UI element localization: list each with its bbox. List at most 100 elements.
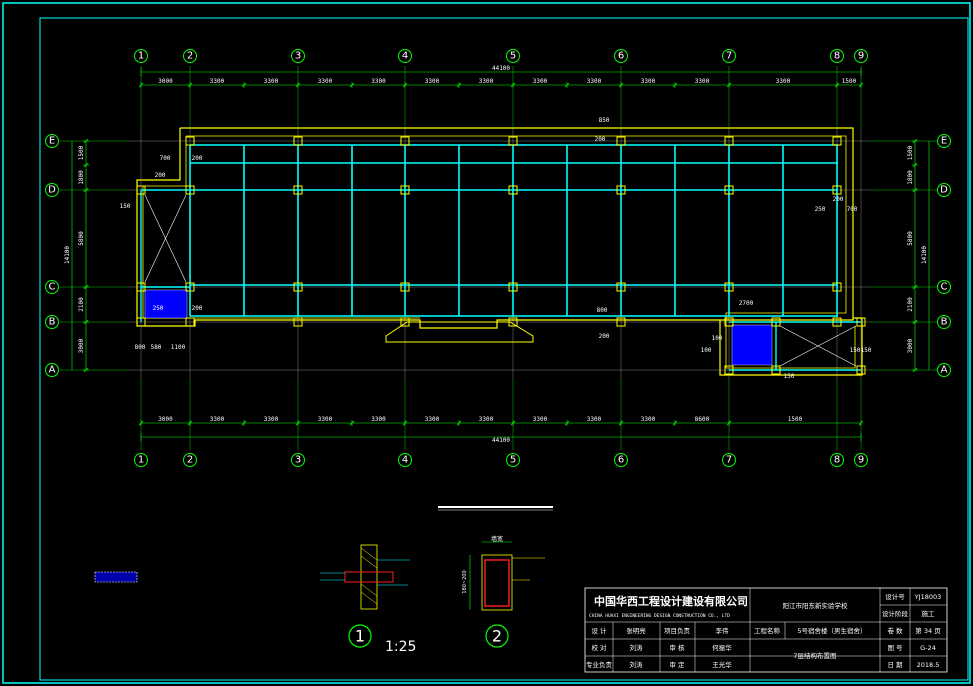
column <box>400 136 410 146</box>
axis-label-3: 3 <box>295 455 301 466</box>
column <box>724 185 734 195</box>
axis-label-E: E <box>49 136 55 147</box>
axis-label-A: A <box>49 365 56 376</box>
right-dimension-label: 1500 <box>907 145 914 160</box>
axis-label-9: 9 <box>858 455 864 466</box>
axis-bubble-C <box>45 280 59 294</box>
axis-bubble-1 <box>134 49 148 63</box>
detail-2-number: 2 <box>492 627 502 646</box>
axis-label-6: 6 <box>618 51 624 62</box>
left-dimension-label: 2100 <box>78 297 85 312</box>
detail-2-outline <box>481 554 513 611</box>
bottom-dimension-label: 3300 <box>425 416 440 423</box>
plan-dimension-note: 200 <box>192 155 203 162</box>
drawing-no: YJ18003 <box>914 593 942 601</box>
column <box>771 365 781 375</box>
axis-bubble-4 <box>398 453 412 467</box>
volume: 第 34 页 <box>915 626 941 635</box>
column <box>832 317 842 327</box>
bottom-dimension-slash <box>241 420 247 426</box>
column <box>771 317 781 327</box>
right-dimension-label: 3000 <box>907 338 914 353</box>
right-dimension-label: 1800 <box>907 170 914 185</box>
column <box>185 282 195 292</box>
company-name-cn: 中国华西工程设计建设有限公司 <box>594 594 748 608</box>
axis-bubble-5 <box>506 453 520 467</box>
axis-bubble-D <box>937 183 951 197</box>
designer: 张明亮 <box>626 626 646 635</box>
plan-dimension-note: 850 <box>599 117 610 124</box>
approver: 王光华 <box>712 660 732 669</box>
column <box>616 282 626 292</box>
title-block: 中国华西工程设计建设有限公司 CHINA HUAXI ENGINEERING D… <box>584 587 948 673</box>
top-dimension-slash <box>564 82 570 88</box>
project-lead: 李伟 <box>716 626 730 635</box>
column <box>508 317 518 327</box>
label-review: 审 核 <box>669 643 685 652</box>
detail-1-scale: 1:25 <box>385 639 416 655</box>
top-overall-label: 44100 <box>492 65 510 72</box>
top-dimension-label: 3300 <box>264 78 279 85</box>
column <box>293 136 303 146</box>
label-project-lead: 项目负责 <box>664 626 691 635</box>
axis-bubble-E <box>937 134 951 148</box>
axis-label-5: 5 <box>510 455 516 466</box>
axis-bubble-D <box>45 183 59 197</box>
axis-label-D: D <box>48 185 56 196</box>
axis-bubble-5 <box>506 49 520 63</box>
axis-label-8: 8 <box>834 455 840 466</box>
discipline-lead: 刘涛 <box>630 660 644 669</box>
plan-dimension-note: 200 <box>155 172 166 179</box>
axis-label-D: D <box>940 185 948 196</box>
bottom-dimension-slash <box>564 420 570 426</box>
plan-dimension-note: 2700 <box>739 300 754 307</box>
date-label: 日 期 <box>887 661 903 669</box>
column <box>293 185 303 195</box>
bottom-overall-label: 44100 <box>492 437 510 444</box>
axis-label-1: 1 <box>138 51 144 62</box>
column <box>508 185 518 195</box>
column <box>616 136 626 146</box>
detail-1-slab <box>344 571 394 583</box>
plan-dimension-note: 800 <box>135 344 146 351</box>
right-overall-label: 14100 <box>921 246 928 264</box>
axis-label-E: E <box>941 136 947 147</box>
bottom-dimension-label: 3300 <box>479 416 494 423</box>
bottom-dimension-slash <box>672 420 678 426</box>
stair-cross <box>144 194 187 283</box>
column <box>856 365 866 375</box>
axis-bubble-A <box>45 363 59 377</box>
plan-dimension-note: 700 <box>160 155 171 162</box>
plan-dimension-note: 150 <box>120 203 131 210</box>
plan-dimension-note: 200 <box>599 333 610 340</box>
axis-bubble-1 <box>134 453 148 467</box>
detail-2-bubble <box>485 624 509 648</box>
bottom-dimension-slash <box>349 420 355 426</box>
axis-label-1: 1 <box>138 455 144 466</box>
axis-label-A: A <box>941 365 948 376</box>
plan-dimension-note: 150 <box>784 373 795 380</box>
axis-label-2: 2 <box>187 51 193 62</box>
stair-cross <box>779 325 857 367</box>
bottom-dimension-label: 3300 <box>318 416 333 423</box>
legend-swatch <box>94 571 138 583</box>
detail-2-height: 180~200 <box>462 570 468 593</box>
axis-bubble-3 <box>291 49 305 63</box>
bottom-dimension-label: 3300 <box>587 416 602 423</box>
plan-dimension-note: 100 <box>701 347 712 354</box>
column <box>136 282 146 292</box>
project-name: 阳江市阳东新实验学校 <box>783 601 849 610</box>
bottom-dimension-label: 8600 <box>695 416 710 423</box>
column <box>185 185 195 195</box>
plan-dimension-note: 250 <box>153 305 164 312</box>
wall-outline <box>180 127 863 376</box>
top-dimension-label: 3300 <box>371 78 386 85</box>
axis-bubble-9 <box>854 453 868 467</box>
stage: 施工 <box>922 609 936 618</box>
axis-label-C: C <box>941 282 948 293</box>
left-dimension-label: 5800 <box>78 231 85 246</box>
sheet-label: 图 号 <box>887 644 903 652</box>
top-dimension-label: 3300 <box>695 78 710 85</box>
top-dimension-label: 3300 <box>641 78 656 85</box>
